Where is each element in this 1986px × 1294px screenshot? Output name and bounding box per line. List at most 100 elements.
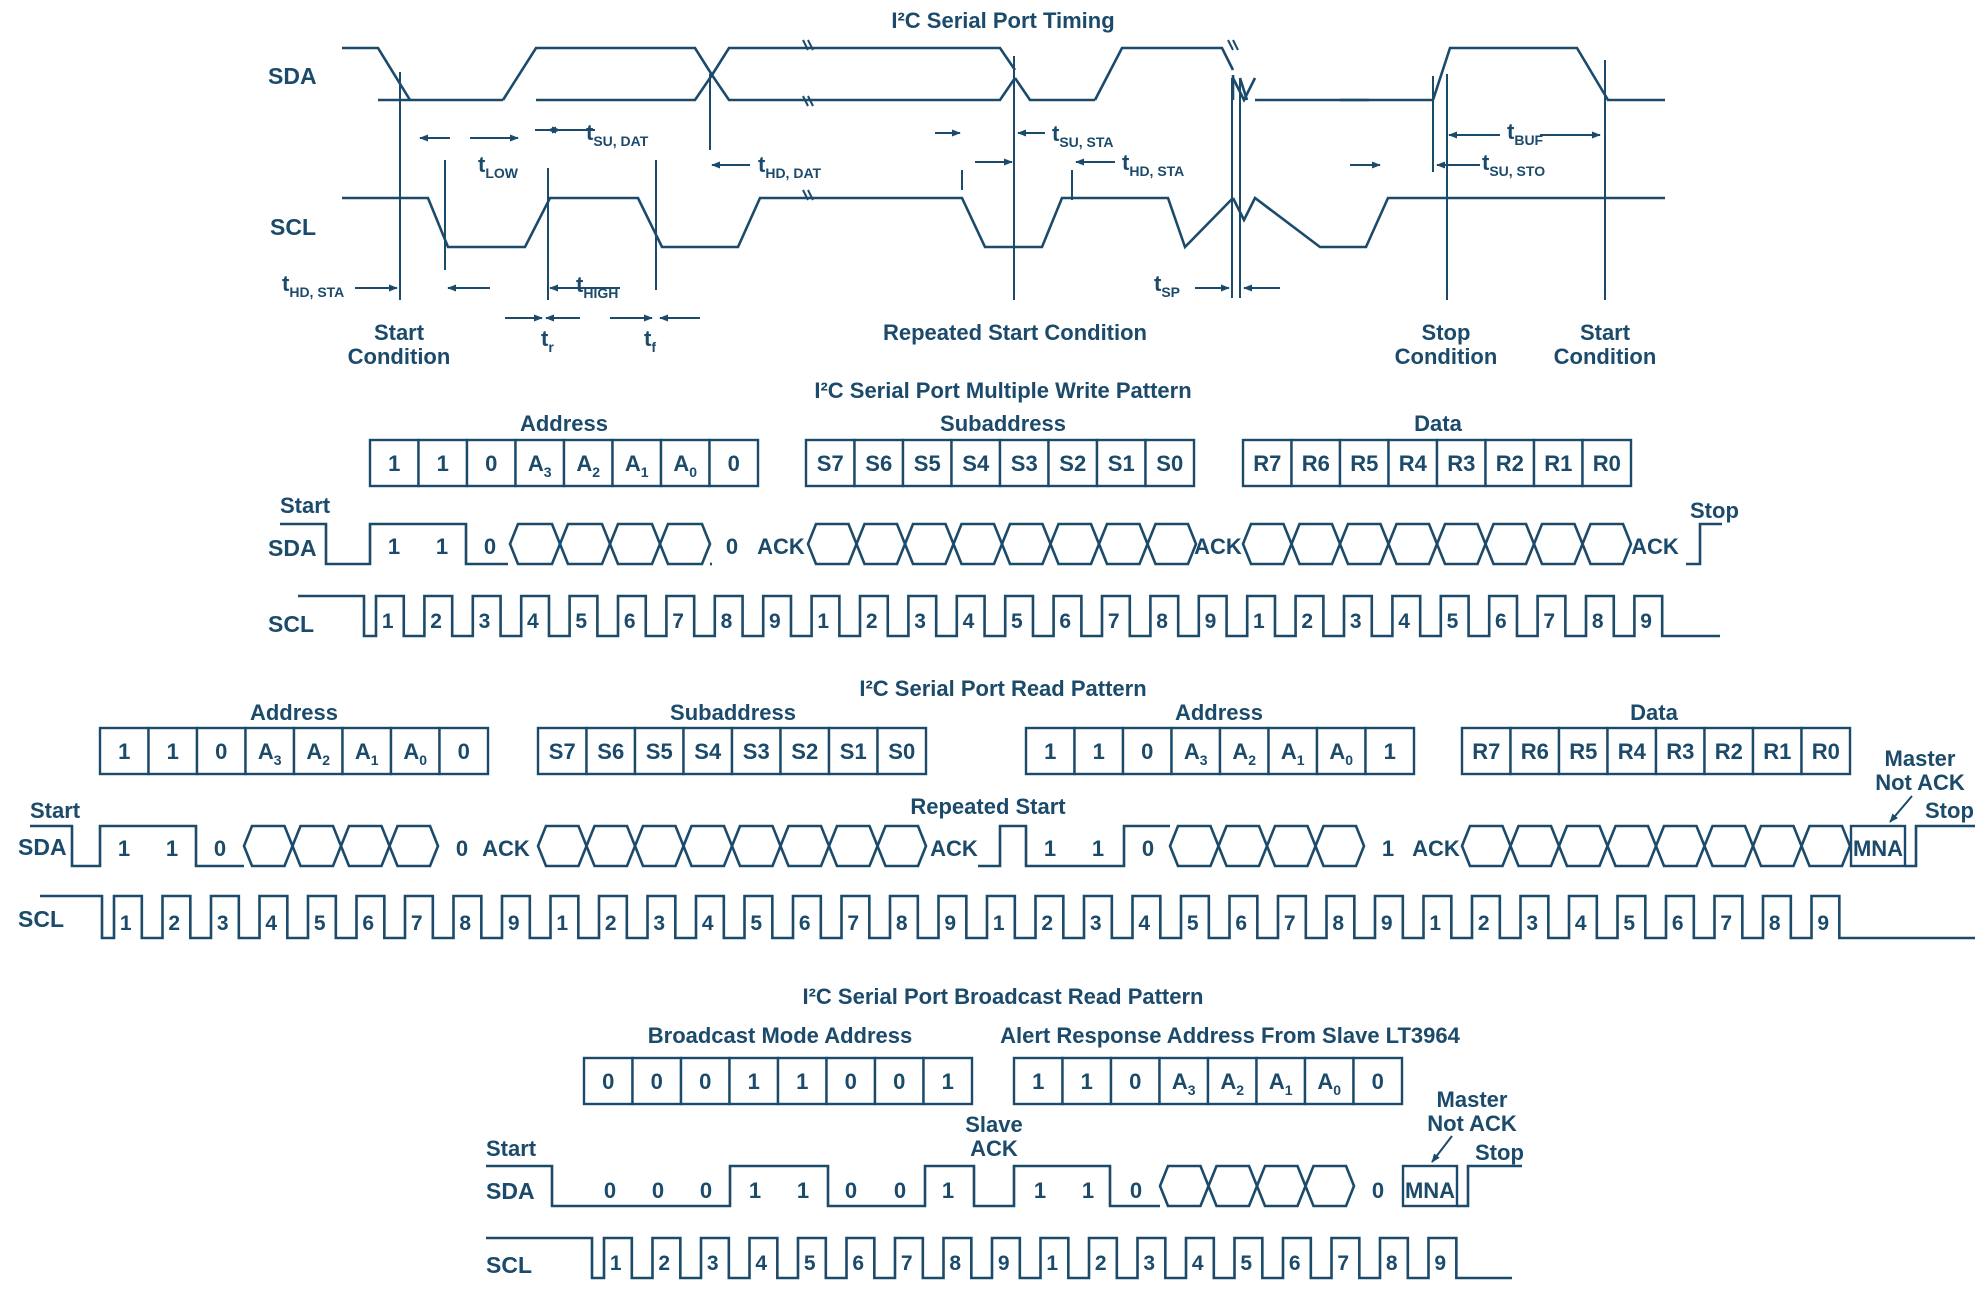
broadcast-bc-cell-label: 0: [699, 1069, 711, 1094]
read-address-cell-label: 0: [215, 739, 227, 764]
broadcast-bc-cell-label: 1: [748, 1069, 760, 1094]
read-mna-arrow: [1889, 795, 1913, 823]
write-scl-clock-number: 2: [430, 610, 442, 633]
read-subaddress-cell-label: S5: [646, 739, 673, 764]
write-sda-data-data-slot: [1387, 522, 1439, 566]
read-sda-label: SDA: [18, 834, 67, 860]
read-scl-clock-number: 5: [1623, 912, 1635, 935]
write-sda-sub-data-slot: [1146, 522, 1198, 566]
timing-sda-extra: [1231, 77, 1369, 103]
broadcast-sda-data-slot: [1255, 1164, 1307, 1208]
broadcast-sda-bit: 1: [942, 1178, 954, 1203]
write-address-cell-label: 1: [437, 451, 449, 476]
read-address-cell: [244, 726, 296, 776]
write-subaddress-cell-label: S0: [1156, 451, 1183, 476]
read-master-not-ack-line2: Not ACK: [1875, 770, 1965, 795]
broadcast-sda-bit: 0: [894, 1178, 906, 1203]
start-condition-line1: Start: [374, 320, 425, 345]
broadcast-sda-line: [486, 1164, 1160, 1208]
read-scl-clock-number: 6: [1235, 912, 1247, 935]
read-scl-clock-number: 2: [605, 912, 617, 935]
read-ack-1: ACK: [482, 836, 530, 861]
read-scl-label: SCL: [18, 906, 64, 932]
write-scl-clock-line: [298, 594, 1720, 638]
read-address-cell-label: 0: [458, 739, 470, 764]
write-subaddress-cell-label: S5: [914, 451, 941, 476]
write-scl-clock-number: 7: [672, 610, 684, 633]
broadcast-sda-bit: 1: [797, 1178, 809, 1203]
broadcast-bc-cell-label: 0: [651, 1069, 663, 1094]
read-sda-addr2-data-slot: [1168, 824, 1220, 868]
read-address-cell-label: 1: [167, 739, 179, 764]
write-scl-clock-number: 9: [1205, 610, 1217, 633]
read-sda-data-slot: [242, 824, 294, 868]
read-data-cell: [1509, 726, 1561, 776]
write-scl-clock-number: 4: [1398, 610, 1410, 633]
write-scl-clock-number: 5: [575, 610, 587, 633]
write-scl-clock-number: 6: [1059, 610, 1071, 633]
broadcast-stop-label: Stop: [1475, 1140, 1524, 1165]
read-sda-repeated: [978, 824, 1170, 868]
broadcast-scl-clock-number: 4: [755, 1252, 767, 1275]
read-data-cell-label: R6: [1521, 739, 1549, 764]
timing-vertical-refs: [399, 56, 1606, 300]
write-scl-clock-number: 6: [1495, 610, 1507, 633]
read-address-cell: [292, 726, 344, 776]
broadcast-scl-clock-number: 8: [1386, 1252, 1398, 1275]
broadcast-scl-clock-number: 8: [949, 1252, 961, 1275]
write-data-cell: [1241, 438, 1293, 488]
write-subaddress-cell: [1095, 438, 1147, 488]
read-scl-clock-number: 9: [1817, 912, 1829, 935]
write-sda-data-slot: [608, 522, 662, 566]
broadcast-mna-arrow: [1431, 1135, 1453, 1163]
write-sda-data-data-slot: [1581, 522, 1633, 566]
read-sda-sub-data-slot: [730, 824, 782, 868]
broadcast-sda-stop: [1457, 1164, 1522, 1208]
broadcast-sda-bit: 0: [652, 1178, 664, 1203]
read-address-cell: [389, 726, 441, 776]
read-scl-clock-number: 7: [1720, 912, 1732, 935]
broadcast-start-label: Start: [486, 1136, 537, 1161]
read-repeated-start-label: Repeated Start: [910, 794, 1066, 819]
read-data-cell: [1460, 726, 1512, 776]
slave-ack-line1: Slave: [965, 1112, 1023, 1137]
write-sda-sub-data-slot: [806, 522, 858, 566]
read-address-cell-label: 1: [118, 739, 130, 764]
write-sda-sub-data-slot: [1049, 522, 1101, 566]
read-sda-bit: 0: [1142, 836, 1154, 861]
write-sda-sub-data-slot: [1097, 522, 1149, 566]
broadcast-scl-clock-number: 6: [1289, 1252, 1301, 1275]
read-scl-clock-number: 2: [168, 912, 180, 935]
write-sda-sub-data-slot: [1000, 522, 1052, 566]
read-scl-clock-number: 8: [1332, 912, 1344, 935]
read-sda-start: [30, 824, 244, 868]
start2-condition-line1: Start: [1580, 320, 1631, 345]
write-ack-2: ACK: [1194, 534, 1242, 559]
broadcast-bc-cell-label: 0: [602, 1069, 614, 1094]
read-sda-addr2-data-slot: [1217, 824, 1269, 868]
write-subaddress-cell: [950, 438, 1002, 488]
read-subaddress-cell: [779, 726, 831, 776]
timing-scl: [342, 196, 1665, 250]
broadcast-alert-cell: [1255, 1056, 1307, 1106]
write-address-cell: [368, 438, 420, 488]
broadcast-master-not-ack-line1: Master: [1437, 1087, 1508, 1112]
broadcast-scl-clock-number: 9: [998, 1252, 1010, 1275]
read-stop-label: Stop: [1925, 798, 1974, 823]
read-sda-sub-data-slot: [585, 824, 637, 868]
read-address-cell: [195, 726, 247, 776]
write-scl-clock-number: 4: [963, 610, 975, 633]
read-scl-clock-number: 3: [653, 912, 665, 935]
read-address2-cell: [1073, 726, 1125, 776]
read-scl-clock-number: 8: [459, 912, 471, 935]
write-subaddress-label: Subaddress: [940, 411, 1066, 436]
read-start-label: Start: [30, 798, 81, 823]
write-subaddress-cell-label: S7: [817, 451, 844, 476]
write-data-cell-label: R0: [1593, 451, 1621, 476]
label-tsusta: tSU, STA: [1052, 121, 1114, 150]
read-scl-clock-number: 3: [1526, 912, 1538, 935]
read-data-cell-label: R3: [1666, 739, 1694, 764]
